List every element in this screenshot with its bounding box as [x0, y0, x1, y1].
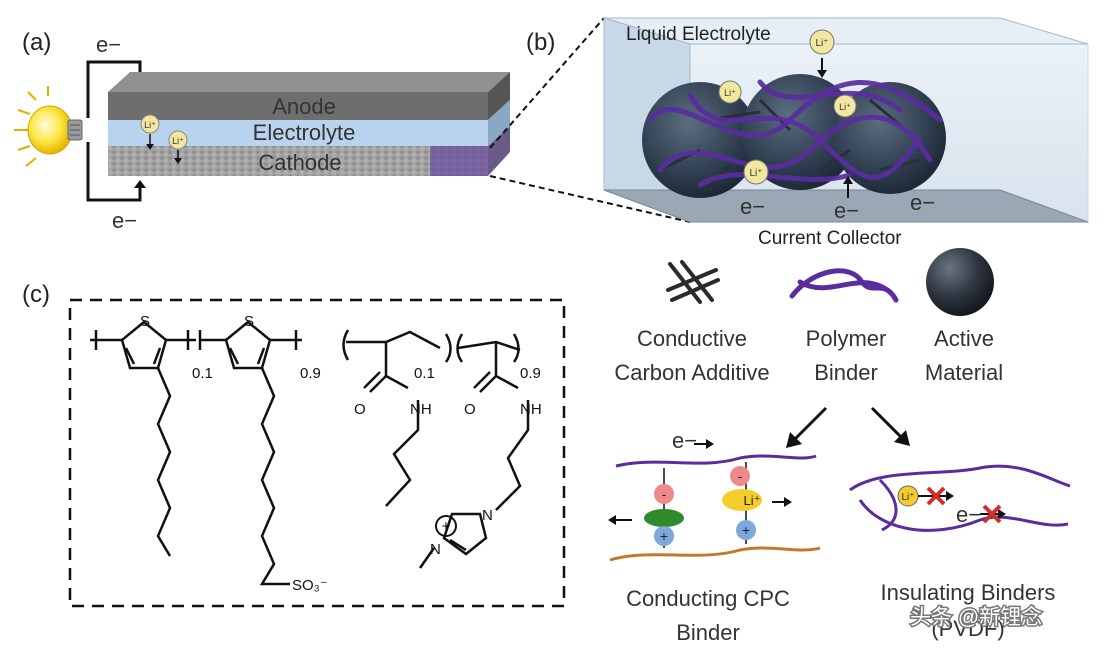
li-ion-icon: Li⁺ [140, 114, 160, 150]
anode-side-face [488, 72, 510, 120]
chemical-structures [90, 320, 530, 586]
li-ion-label: Li⁺ [172, 136, 184, 146]
watermark-text: 头条 @新锂念 [910, 606, 1042, 629]
imidazolium-plus: + [442, 518, 451, 535]
ion-arrow-left-icon [608, 515, 632, 525]
electron-arrow-icon [134, 180, 146, 188]
anion-charge: - [662, 486, 667, 502]
electron-label-bottom: e− [112, 208, 137, 233]
zoom-electron-2: e− [834, 198, 859, 223]
electrolyte-side-face [488, 100, 510, 146]
sulfur-label-2: S [244, 313, 254, 330]
zoom-electron-1: e− [740, 194, 765, 219]
li-ion-icon: Li⁺ [743, 159, 769, 185]
liquid-electrolyte-label: Liquid Electrolyte [626, 24, 771, 45]
arrow-down-left-icon [786, 432, 802, 448]
polymer-binder-network [647, 79, 943, 188]
nitrogen-label-1: N [482, 507, 493, 524]
conducting-binder-line2: Binder [676, 620, 740, 645]
chemistry-labels: S S 0.1 0.9 0.1 0.9 O NH O NH N N + SO₃⁻ [140, 313, 542, 594]
sulfur-label-1: S [140, 313, 150, 330]
cation-charge: + [660, 528, 668, 544]
current-collector-label: Current Collector [758, 228, 902, 249]
li-ion-icon: Li⁺ [833, 94, 857, 118]
polymer-binder-icon [789, 268, 899, 303]
current-collector-plate [603, 189, 1089, 223]
cathode-active-region [430, 146, 488, 176]
sulfonate-label: SO₃⁻ [292, 577, 328, 594]
oxygen-label-1: O [354, 401, 366, 418]
insulating-binder-line2: (PVDF) [931, 616, 1004, 641]
conducting-binder-line1: Conducting CPC [626, 586, 790, 611]
legend-carbon-line2: Carbon Additive [614, 360, 769, 385]
nh-label-2: NH [520, 401, 542, 418]
legend-active-line2: Material [925, 360, 1003, 385]
cathode-layer [108, 146, 488, 176]
li-ion-label: Li⁺ [744, 493, 761, 508]
subscript-d: 0.9 [520, 365, 541, 382]
substrate-chain-bottom [609, 546, 821, 562]
cathode-side-face [488, 126, 510, 176]
insulating-binder-line1: Insulating Binders [881, 580, 1056, 605]
li-ion-label: Li⁺ [839, 102, 851, 112]
nitrogen-label-2: N [430, 541, 441, 558]
arrow-down-right-icon [894, 430, 910, 446]
electron-arrow-icon [843, 176, 853, 198]
chemical-structure-box [68, 298, 566, 608]
insulating-chain [849, 464, 1071, 532]
zoom-electron-3: e− [910, 190, 935, 215]
subscript-b: 0.9 [300, 365, 321, 382]
cpc-electron-label: e− [672, 428, 697, 453]
li-ion-blob [722, 489, 762, 511]
imidazolium-charge-icon [435, 515, 457, 537]
carbon-additive-icon [666, 260, 720, 304]
legend-binder-line2: Binder [814, 360, 878, 385]
zoom-connector-lines [489, 17, 691, 223]
anode-top-face [108, 72, 510, 92]
nh-label-1: NH [410, 401, 432, 418]
li-ion-label: Li⁺ [724, 88, 736, 98]
blocked-cross-icon [982, 504, 1002, 524]
insulating-binder-diagram: Li⁺ [849, 464, 1071, 532]
insulating-electron-label: e− [956, 502, 981, 527]
oxygen-label-2: O [464, 401, 476, 418]
li-ion-label: Li⁺ [144, 120, 156, 130]
li-ion-label: Li⁺ [815, 38, 828, 49]
li-ion-icon: Li⁺ [168, 130, 188, 164]
electrolyte-label: Electrolyte [253, 120, 356, 145]
active-material-icon [926, 248, 994, 316]
subscript-c: 0.1 [414, 365, 435, 382]
anode-label: Anode [272, 94, 336, 119]
panel-b-label: (b) [526, 29, 555, 56]
anion-charge: - [738, 468, 743, 484]
li-ion-label: Li⁺ [749, 168, 762, 179]
ion-arrow-right-icon [772, 497, 792, 507]
panel-a-label: (a) [22, 29, 51, 56]
legend-carbon-line1: Conductive [637, 326, 747, 351]
anode-layer [108, 92, 488, 120]
electron-label-top: e− [96, 32, 121, 57]
cation-charge: + [742, 522, 750, 538]
panel-c-label: (c) [22, 281, 50, 308]
light-bulb-icon [14, 86, 83, 167]
blocked-cross-icon [926, 486, 946, 506]
cpc-chain-top [615, 454, 817, 468]
branch-arrows [792, 406, 904, 442]
subscript-a: 0.1 [192, 365, 213, 382]
active-material-spheres [642, 74, 946, 198]
electron-arrow-icon [694, 439, 714, 449]
conducting-binder-diagram: - + - Li⁺ + [609, 454, 821, 562]
legend-active-line1: Active [934, 326, 994, 351]
legend-binder-line1: Polymer [806, 326, 887, 351]
cation-blob [644, 509, 684, 527]
li-ion-icon: Li⁺ [809, 29, 835, 78]
li-ion-icon: Li⁺ [718, 80, 742, 104]
li-ion-label: Li⁺ [901, 492, 914, 503]
cathode-label: Cathode [258, 150, 341, 175]
